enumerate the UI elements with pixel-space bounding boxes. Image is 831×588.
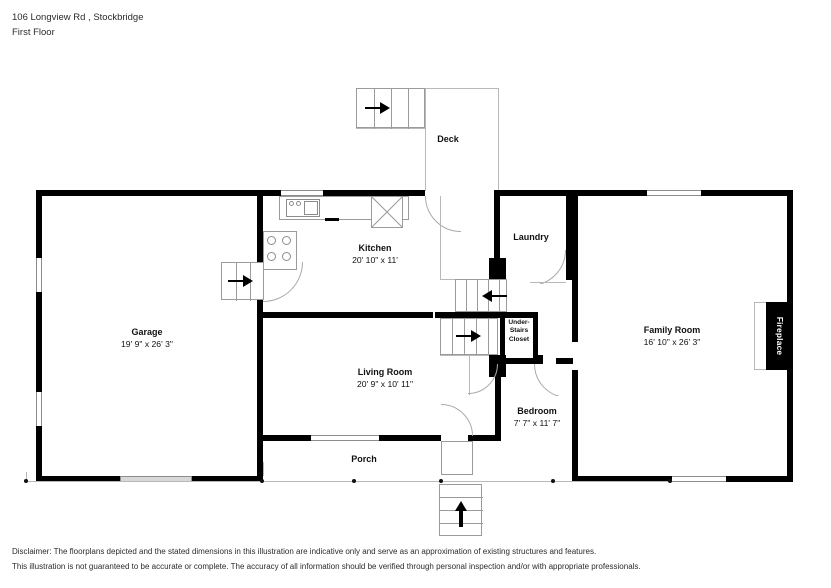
window-living-room-bottom — [311, 435, 379, 441]
porch-post-3 — [352, 479, 356, 483]
kitchen-range-burner-4 — [282, 252, 291, 261]
exterior-wall-left-b — [36, 292, 42, 392]
fireplace-label: Fireplace — [774, 316, 785, 356]
kitchen-faucet-handle — [296, 201, 301, 206]
property-address: 106 Longview Rd , Stockbridge — [12, 12, 144, 23]
window-bottom-family-room — [672, 476, 726, 482]
wall-living-room-bottom-a — [263, 435, 311, 441]
wall-laundry-right — [566, 190, 572, 280]
floor-label: First Floor — [12, 27, 55, 38]
wall-family-room-left-lower — [572, 370, 578, 482]
porch-post-4 — [439, 479, 443, 483]
porch-post-2 — [260, 479, 264, 483]
deck-wall-right — [498, 88, 499, 191]
door-laundry — [530, 250, 566, 284]
room-label-family-room: Family Room 16' 10" x 26' 3" — [643, 325, 701, 347]
plan-header: 106 Longview Rd , Stockbridge First Floo… — [12, 10, 144, 40]
kitchen-divider-line — [440, 196, 441, 279]
disclaimer-line-1: Disclaimer: The floorplans depicted and … — [12, 547, 597, 556]
closet-label: Under- Stairs Closet — [508, 319, 530, 343]
stairs-lower-run — [440, 318, 498, 356]
kitchen-range-burner-2 — [282, 236, 291, 245]
living-room-edge-line — [263, 462, 264, 476]
fireplace-hearth-line — [754, 302, 766, 303]
room-label-kitchen: Kitchen 20' 10" x 11' — [352, 243, 398, 265]
room-label-deck: Deck — [437, 134, 459, 144]
porch-post-5 — [551, 479, 555, 483]
door-closet-lower — [468, 364, 498, 394]
porch-outline-bottom — [26, 481, 671, 482]
disclaimer-line-2: This illustration is not guaranteed to b… — [12, 562, 641, 571]
stairs-lower-direction-arrow — [456, 329, 482, 343]
fireplace: Fireplace — [766, 302, 793, 370]
porch-post-1 — [24, 479, 28, 483]
wall-bedroom-top — [506, 358, 534, 364]
room-label-laundry: Laundry — [513, 232, 549, 242]
wall-garage-right-lower — [257, 300, 263, 482]
exterior-wall-left-c — [36, 426, 42, 482]
kitchen-range-burner-1 — [267, 236, 276, 245]
door-garage-to-kitchen — [263, 262, 303, 302]
window-garage-left-lower — [36, 392, 42, 426]
wall-laundry-bottom-stub — [489, 258, 506, 280]
window-garage-left-upper — [36, 258, 42, 292]
fireplace-hearth-edge — [754, 302, 755, 370]
room-label-bedroom: Bedroom 7' 7" x 11' 7" — [513, 406, 561, 428]
room-label-porch: Porch — [351, 454, 377, 464]
wall-closet-right — [533, 312, 538, 356]
garage-stairs-direction-arrow — [228, 274, 254, 288]
stairs-upper-direction-arrow — [481, 289, 507, 303]
wall-living-room-bottom-c — [468, 435, 501, 441]
wall-family-room-left-upper — [572, 190, 578, 342]
wall-closet-bottom-stub-right — [533, 355, 543, 364]
door-bedroom — [534, 364, 568, 396]
wall-porch-left — [257, 435, 263, 482]
porch-outline-left — [26, 472, 27, 482]
exterior-wall-top-right — [701, 190, 793, 196]
wall-living-room-top — [263, 312, 433, 318]
door-porch-to-living-room — [441, 404, 473, 436]
window-top-kitchen — [281, 190, 323, 196]
wall-stairs-landing — [435, 312, 533, 318]
window-top-family-room — [647, 190, 701, 196]
wall-laundry-left — [494, 190, 500, 272]
kitchen-refrigerator-x-mark — [370, 195, 404, 229]
room-label-garage: Garage 19' 9" x 26' 3" — [121, 327, 173, 349]
wall-closet-left — [500, 312, 505, 356]
wall-bedroom-left — [495, 358, 501, 441]
exterior-wall-right-b — [787, 370, 793, 482]
kitchen-range-burner-3 — [267, 252, 276, 261]
kitchen-sink-basin — [304, 201, 318, 215]
door-kitchen-to-deck — [425, 196, 461, 232]
kitchen-faucet — [289, 201, 294, 206]
porch-post-6 — [668, 479, 672, 483]
stairs-upper-top-edge — [440, 279, 455, 280]
room-label-living-room: Living Room 20' 9" x 10' 11" — [356, 367, 414, 389]
porch-stairs-direction-arrow — [454, 501, 468, 527]
exterior-wall-top-left — [36, 190, 281, 196]
exterior-wall-right-a — [787, 190, 793, 302]
fireplace-hearth-line-bottom — [754, 369, 766, 370]
wall-garage-right-upper — [257, 190, 263, 262]
wall-living-room-bottom-b — [379, 435, 441, 441]
deck-stairs-direction-arrow — [365, 101, 391, 115]
exterior-wall-left-a — [36, 190, 42, 258]
porch-vestibule — [441, 441, 473, 475]
laundry-threshold — [530, 282, 566, 283]
exterior-wall-top-mid — [323, 190, 425, 196]
deck-wall-top — [356, 88, 499, 89]
kitchen-counter-notch — [325, 218, 339, 221]
deck-wall-left — [425, 88, 426, 191]
wall-bedroom-top-right — [556, 358, 573, 364]
